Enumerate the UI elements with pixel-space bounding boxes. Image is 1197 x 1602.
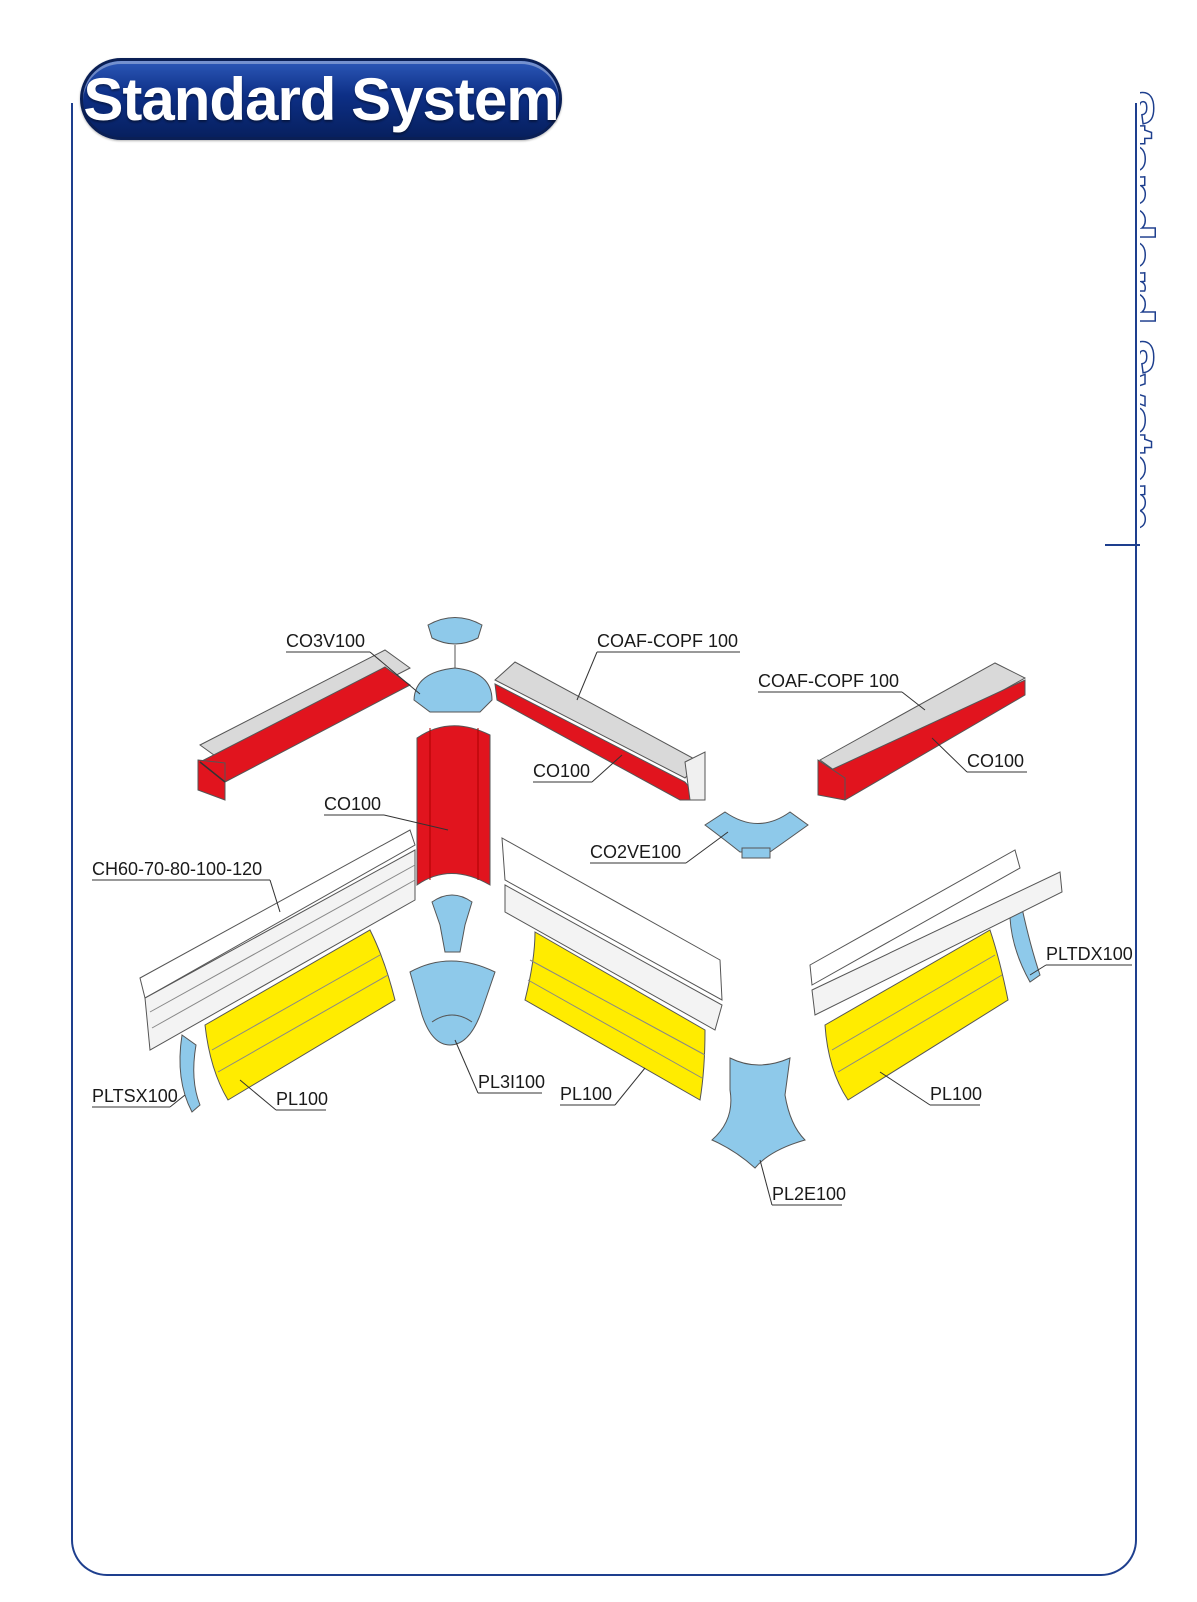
page-frame: [71, 103, 1137, 1576]
label-text: PL2E100: [772, 1184, 846, 1204]
cover-top-right: [817, 662, 1027, 801]
label-pl2e100: PL2E100: [759, 1159, 846, 1206]
side-tab-text: Standard System: [1140, 90, 1164, 531]
pltsx100-part: [179, 1034, 201, 1113]
label-co100-center: CO100: [324, 794, 449, 831]
channel-left: [139, 829, 416, 1051]
label-text: CO100: [533, 761, 590, 781]
label-ch: CH60-70-80-100-120: [92, 859, 281, 913]
cover-top-middle: [494, 661, 706, 801]
label-pltdx100: PLTDX100: [1029, 944, 1133, 976]
label-text: CO2VE100: [590, 842, 681, 862]
channel-middle: [501, 837, 723, 1031]
label-co2ve100: CO2VE100: [590, 831, 729, 864]
label-text: PLTDX100: [1046, 944, 1133, 964]
title-banner: Standard System: [80, 58, 562, 140]
label-text: CO100: [324, 794, 381, 814]
cover-top-left: [197, 649, 411, 801]
label-text: PLTSX100: [92, 1086, 178, 1106]
co2ve100-part: [704, 811, 809, 859]
skirting-right: [824, 929, 1009, 1101]
pltdx100-part: [1009, 907, 1041, 983]
pl2e100-part: [711, 1057, 806, 1169]
side-tab-title: Standard System: [1140, 90, 1165, 533]
pl3i100-part: [409, 894, 496, 1046]
page-title: Standard System: [83, 65, 559, 133]
cover-center-vertical: [416, 725, 491, 886]
label-coaf-1: COAF-COPF 100: [576, 631, 740, 701]
label-text: PL3I100: [478, 1072, 545, 1092]
co3v100-part: [413, 617, 493, 713]
label-text: CO3V100: [286, 631, 365, 651]
side-tab-line: [1105, 544, 1140, 546]
label-co3v100: CO3V100: [286, 631, 421, 695]
channel-right: [809, 849, 1063, 1016]
label-text: COAF-COPF 100: [597, 631, 738, 651]
label-text: COAF-COPF 100: [758, 671, 899, 691]
label-text: CO100: [967, 751, 1024, 771]
label-text: PL100: [560, 1084, 612, 1104]
label-pltsx100: PLTSX100: [92, 1086, 186, 1108]
label-coaf-2: COAF-COPF 100: [758, 671, 926, 711]
skirting-left: [204, 929, 396, 1101]
label-text: CH60-70-80-100-120: [92, 859, 262, 879]
skirting-middle: [524, 931, 706, 1101]
label-pl100-mid: PL100: [560, 1067, 646, 1106]
label-pl100-left: PL100: [239, 1079, 328, 1111]
label-text: PL100: [930, 1084, 982, 1104]
label-co100-right: CO100: [931, 737, 1027, 773]
label-co100-top: CO100: [533, 754, 623, 783]
label-text: PL100: [276, 1089, 328, 1109]
label-pl100-right: PL100: [879, 1071, 982, 1106]
label-pl3i100: PL3I100: [454, 1039, 545, 1094]
